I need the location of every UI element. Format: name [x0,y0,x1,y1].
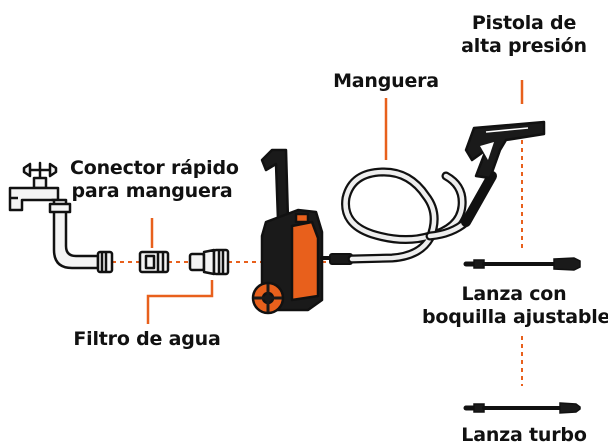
label-quick-connector-line1: Conector rápido [70,157,239,179]
label-water-filter: Filtro de agua [72,328,222,351]
turbo-lance [463,402,581,414]
label-hose: Manguera [326,70,446,93]
label-hose-text: Manguera [333,70,439,92]
pressure-washer-machine [251,148,324,315]
hose [320,167,497,265]
label-turbo-lance: Lanza turbo [460,424,588,447]
label-spray-gun-line2: alta presión [461,35,587,57]
label-adjustable-lance-line1: Lanza con [461,283,567,305]
label-water-filter-text: Filtro de agua [73,328,221,350]
water-filter [188,248,230,276]
label-adjustable-lance: Lanza con boquilla ajustable [422,283,608,329]
filter-leader-line [146,280,214,324]
spray-gun [464,120,546,180]
label-spray-gun: Pistola de alta presión [458,12,590,58]
label-spray-gun-line1: Pistola de [471,12,577,34]
label-turbo-lance-text: Lanza turbo [461,424,587,446]
label-quick-connector: Conector rápido para manguera [70,157,239,203]
water-faucet [8,161,114,274]
quick-connector [138,250,170,274]
adjustable-lance [463,257,581,271]
label-quick-connector-line2: para manguera [71,180,233,202]
label-adjustable-lance-line2: boquilla ajustable [422,306,608,328]
